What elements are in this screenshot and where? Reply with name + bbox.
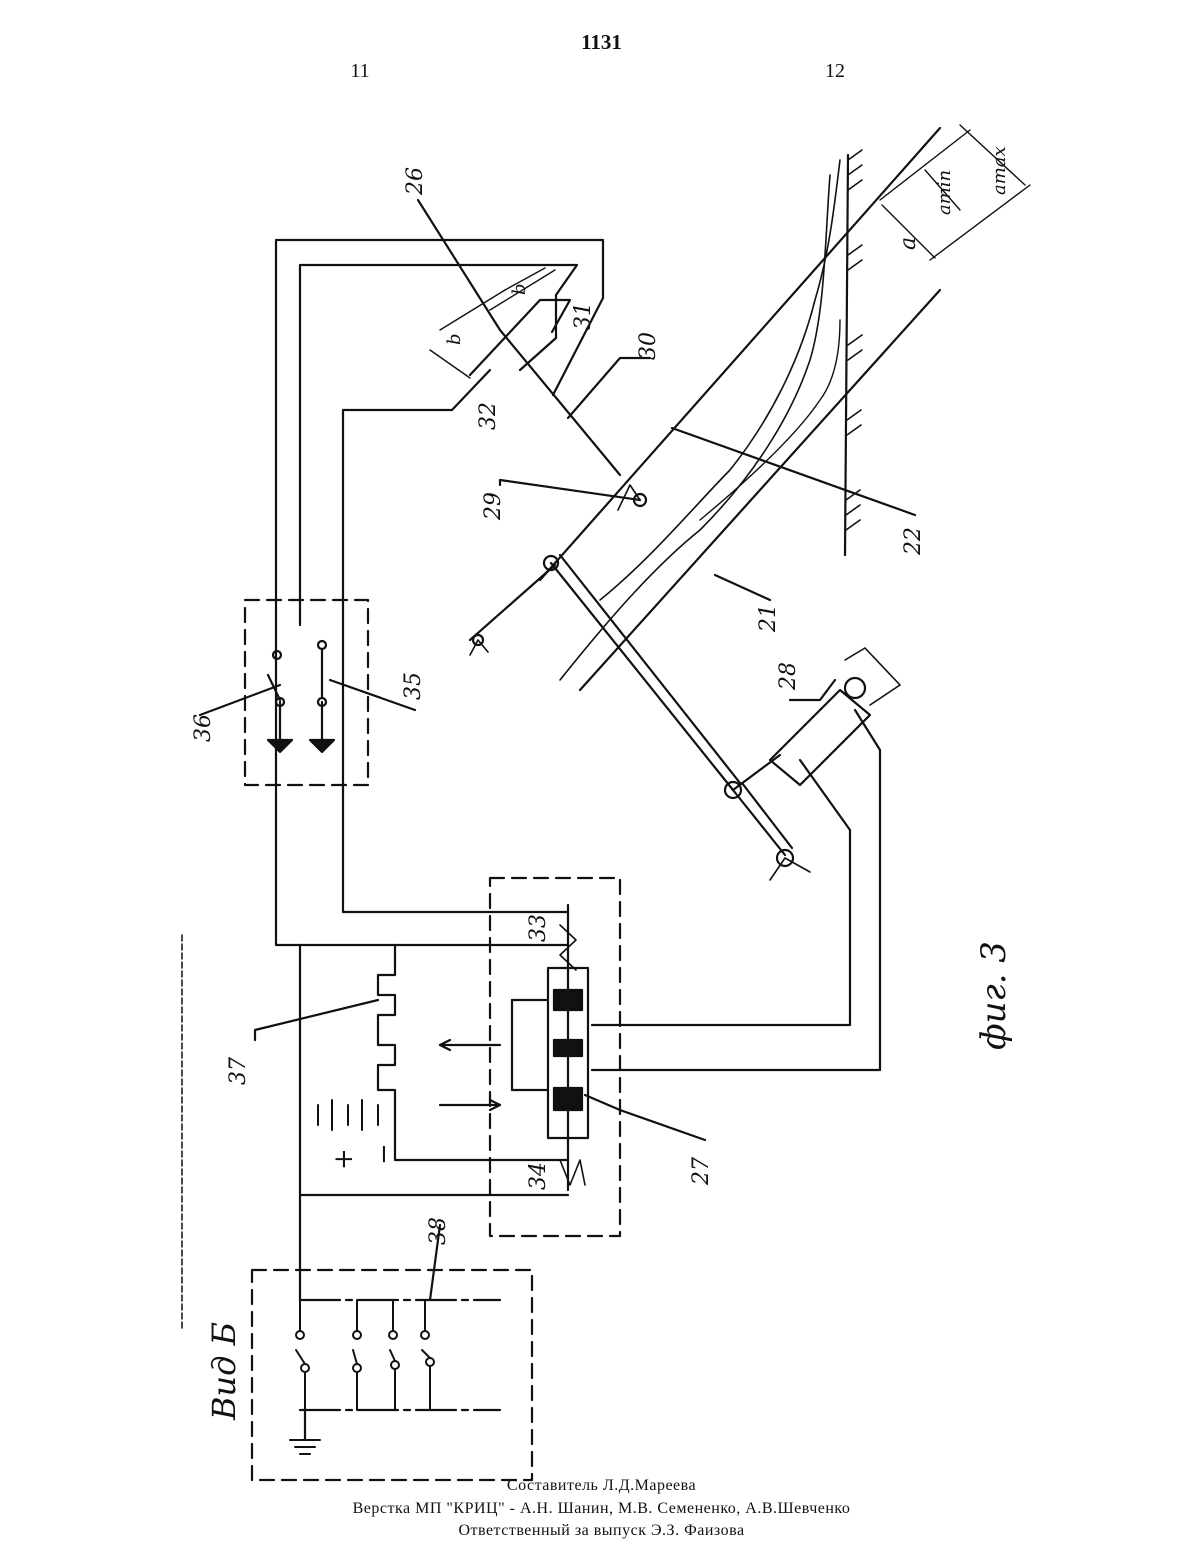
label-36: 36 xyxy=(191,714,216,742)
switch-35-ground xyxy=(310,740,334,752)
battery xyxy=(318,1100,378,1130)
link-rod-4 xyxy=(742,783,792,848)
sensor-wire-32 xyxy=(343,370,568,912)
leader-22 xyxy=(672,428,915,515)
switch-box-35-36 xyxy=(245,600,368,785)
label-37: 37 xyxy=(226,1057,251,1085)
hydraulic-line-2 xyxy=(592,710,880,1070)
link-rod-3 xyxy=(733,790,785,855)
ground-symbol xyxy=(290,1440,320,1454)
ground-line xyxy=(845,155,848,555)
valve-land-3 xyxy=(554,1088,582,1110)
label-32: 32 xyxy=(476,402,501,430)
leader-27 xyxy=(585,1095,705,1140)
switch-36-ground xyxy=(268,740,292,752)
label-30: 30 xyxy=(636,332,661,360)
dim-label-b1: b xyxy=(444,333,465,345)
label-22: 22 xyxy=(901,527,926,556)
tie-line xyxy=(470,565,555,640)
valve-spring-33 xyxy=(560,925,576,970)
support-rod-low xyxy=(770,858,810,880)
seam-curve-1 xyxy=(560,175,830,680)
switches-38 xyxy=(296,1300,434,1410)
leader-36 xyxy=(200,685,280,715)
footer-compiler: Составитель Л.Д.Мареева xyxy=(0,1477,1203,1495)
battery-minus: − xyxy=(369,1143,399,1165)
coil-37 xyxy=(378,945,568,1160)
dim-label-amax: amax xyxy=(989,146,1010,195)
battery-plus: + xyxy=(329,1148,359,1170)
switch-35-contact-1 xyxy=(318,641,326,649)
label-26: 26 xyxy=(403,167,428,196)
valve-spring-34 xyxy=(560,1160,585,1185)
dim-label-amin: amin xyxy=(934,170,955,215)
cylinder-28-rod xyxy=(733,755,780,790)
label-33: 33 xyxy=(526,914,551,942)
cylinder-28-body xyxy=(770,690,870,785)
link-rod-1 xyxy=(551,563,733,790)
label-38: 38 xyxy=(426,1217,451,1245)
label-29: 29 xyxy=(481,492,506,521)
dim-label-a: a xyxy=(896,237,921,250)
cylinder-28-pivot xyxy=(845,678,865,698)
cylinder-28-support xyxy=(845,648,900,705)
label-31: 31 xyxy=(571,302,596,330)
pressure-line-a xyxy=(512,1000,548,1090)
link-rod-2 xyxy=(560,555,740,783)
label-27: 27 xyxy=(689,1157,714,1186)
dim-label-b2: b xyxy=(509,283,530,295)
switch-36-blade xyxy=(268,675,280,700)
hydraulic-line-1 xyxy=(592,760,850,1025)
label-35: 35 xyxy=(401,672,426,700)
leader-37 xyxy=(255,1000,378,1040)
leader-21 xyxy=(715,575,770,600)
sensor-wire-outer xyxy=(276,240,603,945)
label-21: 21 xyxy=(756,604,781,633)
label-28: 28 xyxy=(776,662,801,691)
dim-b-line-1 xyxy=(430,350,470,378)
seam-curve-3 xyxy=(700,320,840,520)
view-b-label: Вид Б xyxy=(205,1322,243,1421)
valve-land-1 xyxy=(554,990,582,1010)
leader-30 xyxy=(568,358,650,418)
valve-land-2 xyxy=(554,1040,582,1056)
dim-a-ext-1 xyxy=(880,130,970,200)
footer-responsible: Ответственный за выпуск Э.З. Фаизова xyxy=(0,1522,1203,1540)
label-34: 34 xyxy=(526,1162,551,1190)
footer-layout: Верстка МП "КРИЦ" - А.Н. Шанин, М.В. Сем… xyxy=(0,1500,1203,1518)
figure-caption: фиг. 3 xyxy=(974,941,1014,1050)
sensor-wire-inner xyxy=(300,265,577,625)
